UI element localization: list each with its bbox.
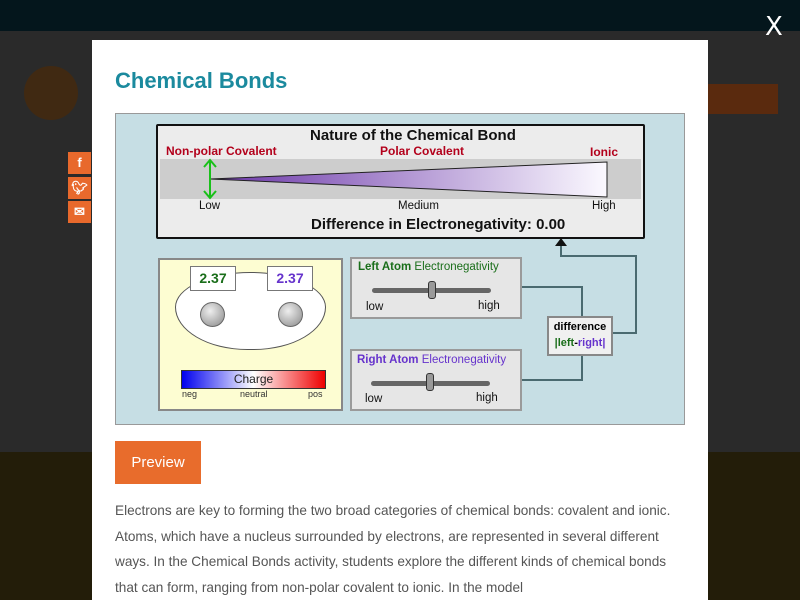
connector	[560, 255, 637, 257]
email-share-button[interactable]: ✉	[68, 201, 91, 223]
connector	[612, 332, 637, 334]
charge-bar: Charge	[181, 370, 326, 389]
twitter-icon: 🐦︎	[71, 180, 88, 195]
facebook-share-button[interactable]: f	[68, 152, 91, 174]
left-slider-thumb[interactable]	[428, 281, 436, 299]
connector	[521, 379, 583, 381]
difference-box-title: difference	[553, 321, 607, 333]
bond-scale-graphic	[203, 158, 608, 200]
right-value-box: 2.37	[267, 266, 313, 291]
background-button	[704, 84, 778, 114]
connector	[635, 255, 637, 333]
arrow-up-icon	[555, 238, 567, 246]
difference-label: Difference in Electronegativity: 0.00	[311, 216, 566, 233]
charge-label: Charge	[233, 372, 274, 386]
charge-neg: neg	[182, 389, 198, 399]
label-polar: Polar Covalent	[380, 144, 465, 158]
facebook-icon: f	[77, 155, 82, 170]
difference-box: difference |left-right|	[547, 316, 613, 356]
twitter-share-button[interactable]: 🐦︎	[68, 177, 91, 199]
scale-medium: Medium	[398, 200, 439, 212]
double-arrow-icon	[203, 158, 217, 200]
right-atom	[278, 302, 303, 327]
modal-title: Chemical Bonds	[115, 68, 288, 93]
site-logo	[24, 66, 78, 120]
difference-value: 0.00	[536, 216, 566, 233]
left-atom	[200, 302, 225, 327]
connector	[581, 355, 583, 380]
scale-low: Low	[199, 200, 221, 212]
left-atom-title: Left Atom Electronegativity	[358, 261, 499, 273]
right-atom-title: Right Atom Electronegativity	[357, 354, 507, 366]
left-value-box: 2.37	[190, 266, 236, 291]
connector	[560, 246, 562, 256]
left-high: high	[478, 300, 500, 312]
difference-formula: |left-right|	[554, 337, 606, 349]
preview-button[interactable]: Preview	[115, 441, 201, 484]
right-slider-thumb[interactable]	[426, 373, 434, 391]
email-icon: ✉	[74, 204, 85, 219]
bond-heading: Nature of the Chemical Bond	[310, 127, 516, 144]
right-low: low	[365, 393, 383, 405]
site-top-bar	[0, 0, 800, 31]
left-low: low	[366, 301, 384, 313]
label-ionic: Ionic	[590, 145, 619, 159]
connector	[581, 286, 583, 316]
charge-pos: pos	[308, 389, 323, 399]
right-atom-panel	[350, 349, 522, 411]
connector	[521, 286, 582, 288]
right-high: high	[476, 392, 498, 404]
description-text: Electrons are key to forming the two bro…	[115, 503, 671, 595]
charge-neutral: neutral	[240, 389, 268, 399]
scale-high: High	[592, 200, 616, 212]
label-nonpolar: Non-polar Covalent	[166, 144, 277, 158]
polarity-wedge	[209, 161, 608, 198]
close-modal-button[interactable]: X	[765, 12, 783, 42]
